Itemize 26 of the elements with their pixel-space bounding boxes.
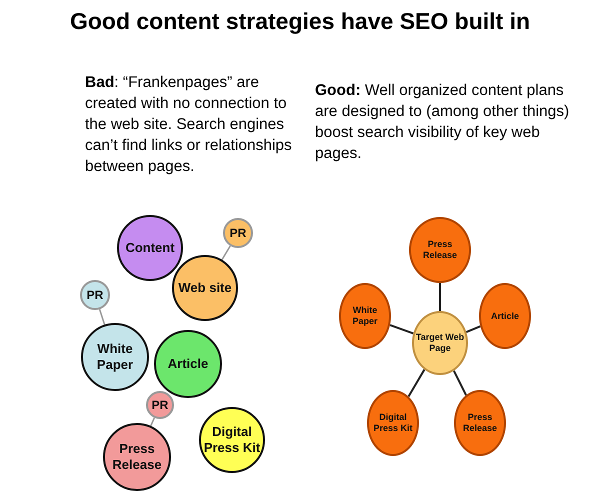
topic-circle: PR	[223, 218, 253, 248]
connector-line	[453, 370, 467, 396]
topic-circle: PR	[80, 280, 110, 310]
topic-circle: Article	[479, 283, 531, 349]
topic-circle: Target Web Page	[412, 311, 468, 375]
topic-circle: Web site	[172, 255, 238, 321]
topic-circle: Press Release	[454, 390, 506, 456]
title: Good content strategies have SEO built in	[68, 8, 532, 35]
topic-circle: Digital Press Kit	[199, 407, 265, 473]
connector-line	[408, 369, 426, 398]
topic-circle: White Paper	[339, 283, 391, 349]
connector-line	[390, 324, 414, 334]
topic-circle: White Paper	[81, 323, 149, 391]
topic-circle: Content	[117, 215, 183, 281]
topic-circle: Press Release	[409, 217, 471, 283]
topic-circle: PR	[146, 391, 174, 419]
topic-circle: Press Release	[103, 423, 171, 491]
connector-line	[98, 309, 106, 325]
topic-circle: Article	[154, 330, 222, 398]
connector-line	[439, 283, 441, 311]
description-text: Good: Well organized content plans are designed to (among other things) boost search visibility of key web pages.	[315, 81, 570, 164]
topic-circle: Digital Press Kit	[367, 390, 419, 456]
connector-line	[150, 418, 156, 426]
description-text: Bad: “Frankenpages” are created with no connection to the web site. Search engines can’t find links or relationships between pages.	[85, 73, 293, 177]
connector-line	[221, 245, 231, 260]
connector-line	[466, 325, 481, 333]
